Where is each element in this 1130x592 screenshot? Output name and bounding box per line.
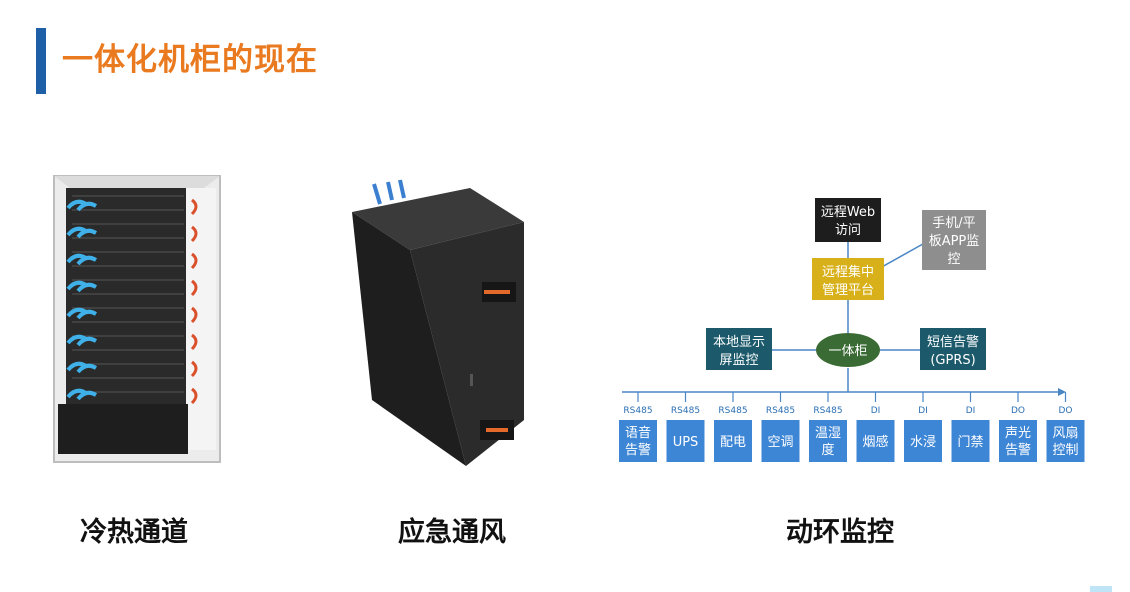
local-display-box bbox=[706, 328, 772, 370]
bus-device-label: 告警 bbox=[1005, 442, 1031, 458]
bus-device-label: 门禁 bbox=[957, 435, 983, 450]
bus-protocol-label: DI bbox=[871, 406, 881, 416]
bus-device-label: 度 bbox=[821, 442, 834, 458]
svg-text:板APP监: 板APP监 bbox=[929, 234, 980, 249]
svg-text:管理平台: 管理平台 bbox=[822, 283, 874, 298]
bus-device-6: DI 水浸 bbox=[904, 392, 942, 462]
bus-device-label: 温湿 bbox=[815, 426, 841, 441]
caption-cold-hot-aisle: 冷热通道 bbox=[80, 517, 188, 548]
bus-device-label: 告警 bbox=[625, 442, 651, 458]
svg-text:(GPRS): (GPRS) bbox=[930, 353, 975, 368]
cold-hot-aisle-rack-image bbox=[53, 175, 221, 463]
bus-protocol-label: RS485 bbox=[671, 406, 700, 416]
bus-device-box bbox=[714, 420, 752, 462]
emergency-ventilation-cabinet-image bbox=[352, 179, 524, 466]
svg-text:远程Web: 远程Web bbox=[821, 205, 875, 220]
bus-device-4: RS485 温湿度 bbox=[809, 392, 847, 462]
svg-text:访问: 访问 bbox=[835, 223, 861, 238]
platform-box bbox=[812, 258, 884, 300]
mobile-app-box bbox=[922, 210, 986, 270]
bus-device-box bbox=[904, 420, 942, 462]
bus-device-label: 声光 bbox=[1005, 426, 1031, 441]
svg-text:远程集中: 远程集中 bbox=[822, 264, 874, 280]
bus-device-box bbox=[1046, 420, 1085, 462]
bus-device-box bbox=[666, 420, 705, 462]
bus-device-label: 配电 bbox=[720, 435, 746, 450]
bus-protocol-label: RS485 bbox=[718, 406, 747, 416]
bus-protocol-label: RS485 bbox=[623, 406, 652, 416]
svg-text:屏监控: 屏监控 bbox=[719, 353, 758, 368]
bus-device-label: 空调 bbox=[767, 435, 793, 450]
bus-device-box bbox=[619, 420, 657, 462]
bus-protocol-label: DI bbox=[918, 406, 928, 416]
bus-device-box bbox=[999, 420, 1037, 462]
monitoring-diagram: 远程Web 访问 手机/平 板APP监 控 远程集中 管理平台 本地显示 屏监控… bbox=[619, 198, 1085, 462]
bus-device-2: RS485 配电 bbox=[714, 392, 752, 462]
corner-decoration bbox=[1090, 586, 1112, 592]
bus-device-box bbox=[856, 420, 895, 462]
bus-device-label: 语音 bbox=[625, 425, 651, 441]
remote-web-box bbox=[815, 198, 881, 242]
caption-monitoring: 动环监控 bbox=[786, 517, 894, 548]
bus-device-box bbox=[951, 420, 990, 462]
bus-device-label: 风扇 bbox=[1052, 425, 1078, 441]
bus-device-box bbox=[761, 420, 800, 462]
cabinet-node bbox=[816, 333, 880, 367]
title-accent-bar bbox=[36, 28, 46, 94]
bus-device-label: 水浸 bbox=[910, 435, 936, 450]
svg-text:本地显示: 本地显示 bbox=[713, 335, 765, 350]
page-title: 一体化机柜的现在 bbox=[62, 42, 318, 78]
svg-text:手机/平: 手机/平 bbox=[932, 216, 975, 231]
bus-device-label: 烟感 bbox=[862, 434, 888, 450]
bus-device-label: UPS bbox=[673, 435, 699, 450]
svg-text:一体柜: 一体柜 bbox=[828, 344, 867, 359]
bus-device-7: DI 门禁 bbox=[951, 392, 990, 462]
bus-protocol-label: DO bbox=[1011, 406, 1025, 416]
bus-protocol-label: RS485 bbox=[813, 406, 842, 416]
bus-protocol-label: DI bbox=[966, 406, 976, 416]
bus-protocol-label: RS485 bbox=[766, 406, 795, 416]
bus-device-label: 控制 bbox=[1052, 443, 1078, 458]
svg-text:短信告警: 短信告警 bbox=[927, 334, 979, 350]
bus-protocol-label: DO bbox=[1058, 406, 1072, 416]
bus-device-5: DI 烟感 bbox=[856, 392, 895, 462]
bus-device-3: RS485 空调 bbox=[761, 392, 800, 462]
bus-device-box bbox=[809, 420, 847, 462]
sms-alarm-box bbox=[920, 328, 986, 370]
caption-emergency-ventilation: 应急通风 bbox=[398, 517, 506, 548]
svg-text:控: 控 bbox=[947, 252, 960, 267]
